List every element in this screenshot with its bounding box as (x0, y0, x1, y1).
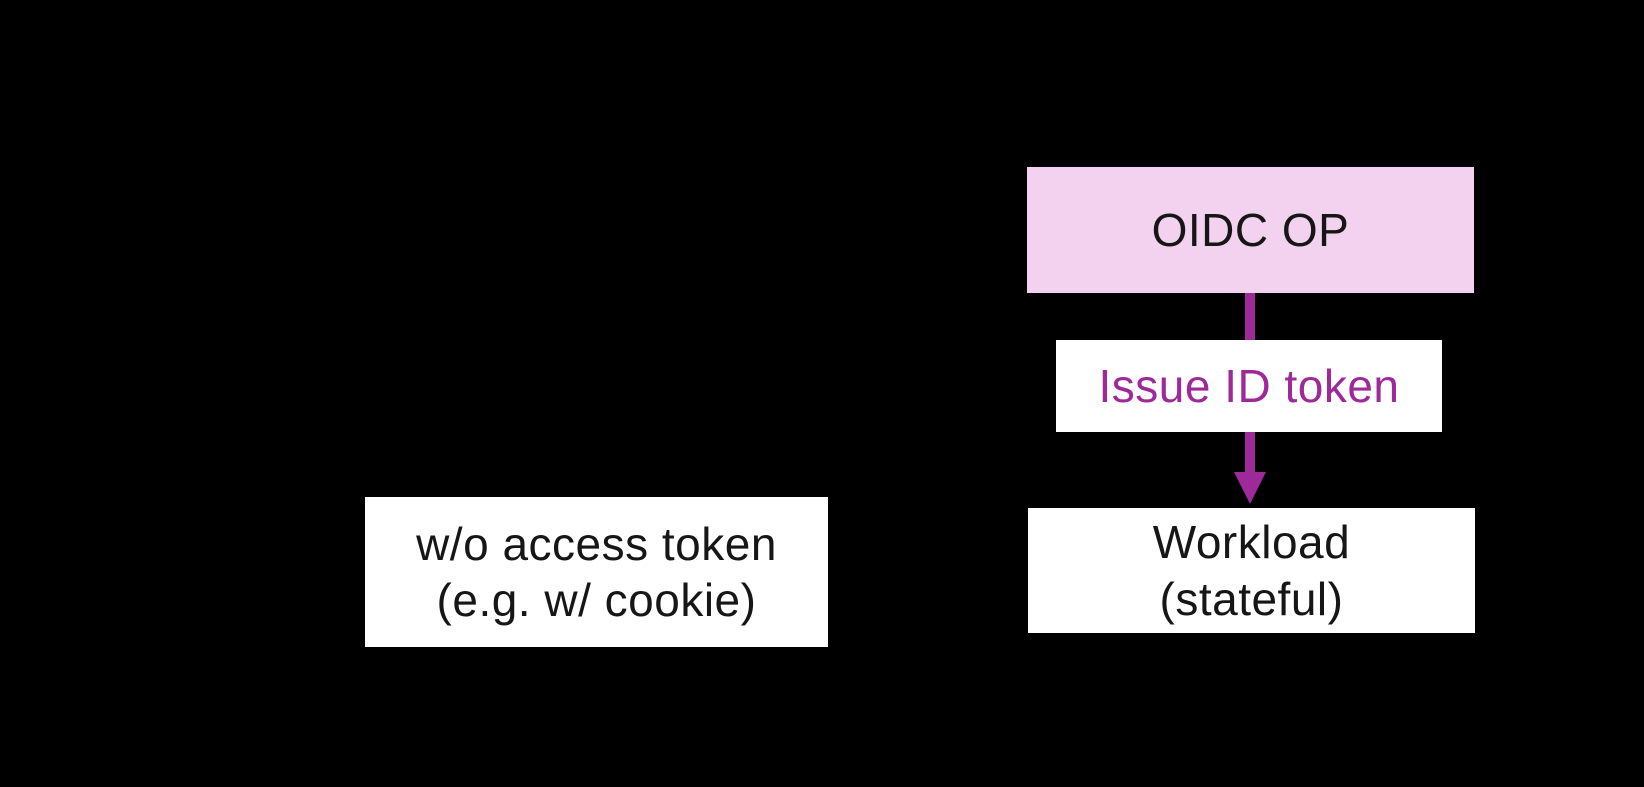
edge-label-issue-id-token-text: Issue ID token (1098, 359, 1400, 412)
node-oidc-op-label: OIDC OP (1151, 203, 1350, 256)
node-workload-label-line1: Workload (1152, 516, 1351, 569)
node-workload-label-line2: (stateful) (1159, 572, 1344, 625)
node-workload-stateful: Workload (stateful) (1028, 508, 1475, 633)
node-client-wo-access-token: w/o access token (e.g. w/ cookie) (365, 497, 828, 647)
edge-label-issue-id-token: Issue ID token (1056, 340, 1442, 432)
node-client-label-line2: (e.g. w/ cookie) (436, 574, 757, 626)
node-client-label-line1: w/o access token (416, 517, 777, 570)
node-oidc-op: OIDC OP (1027, 167, 1474, 293)
arrow-head-down-icon (1234, 472, 1266, 504)
